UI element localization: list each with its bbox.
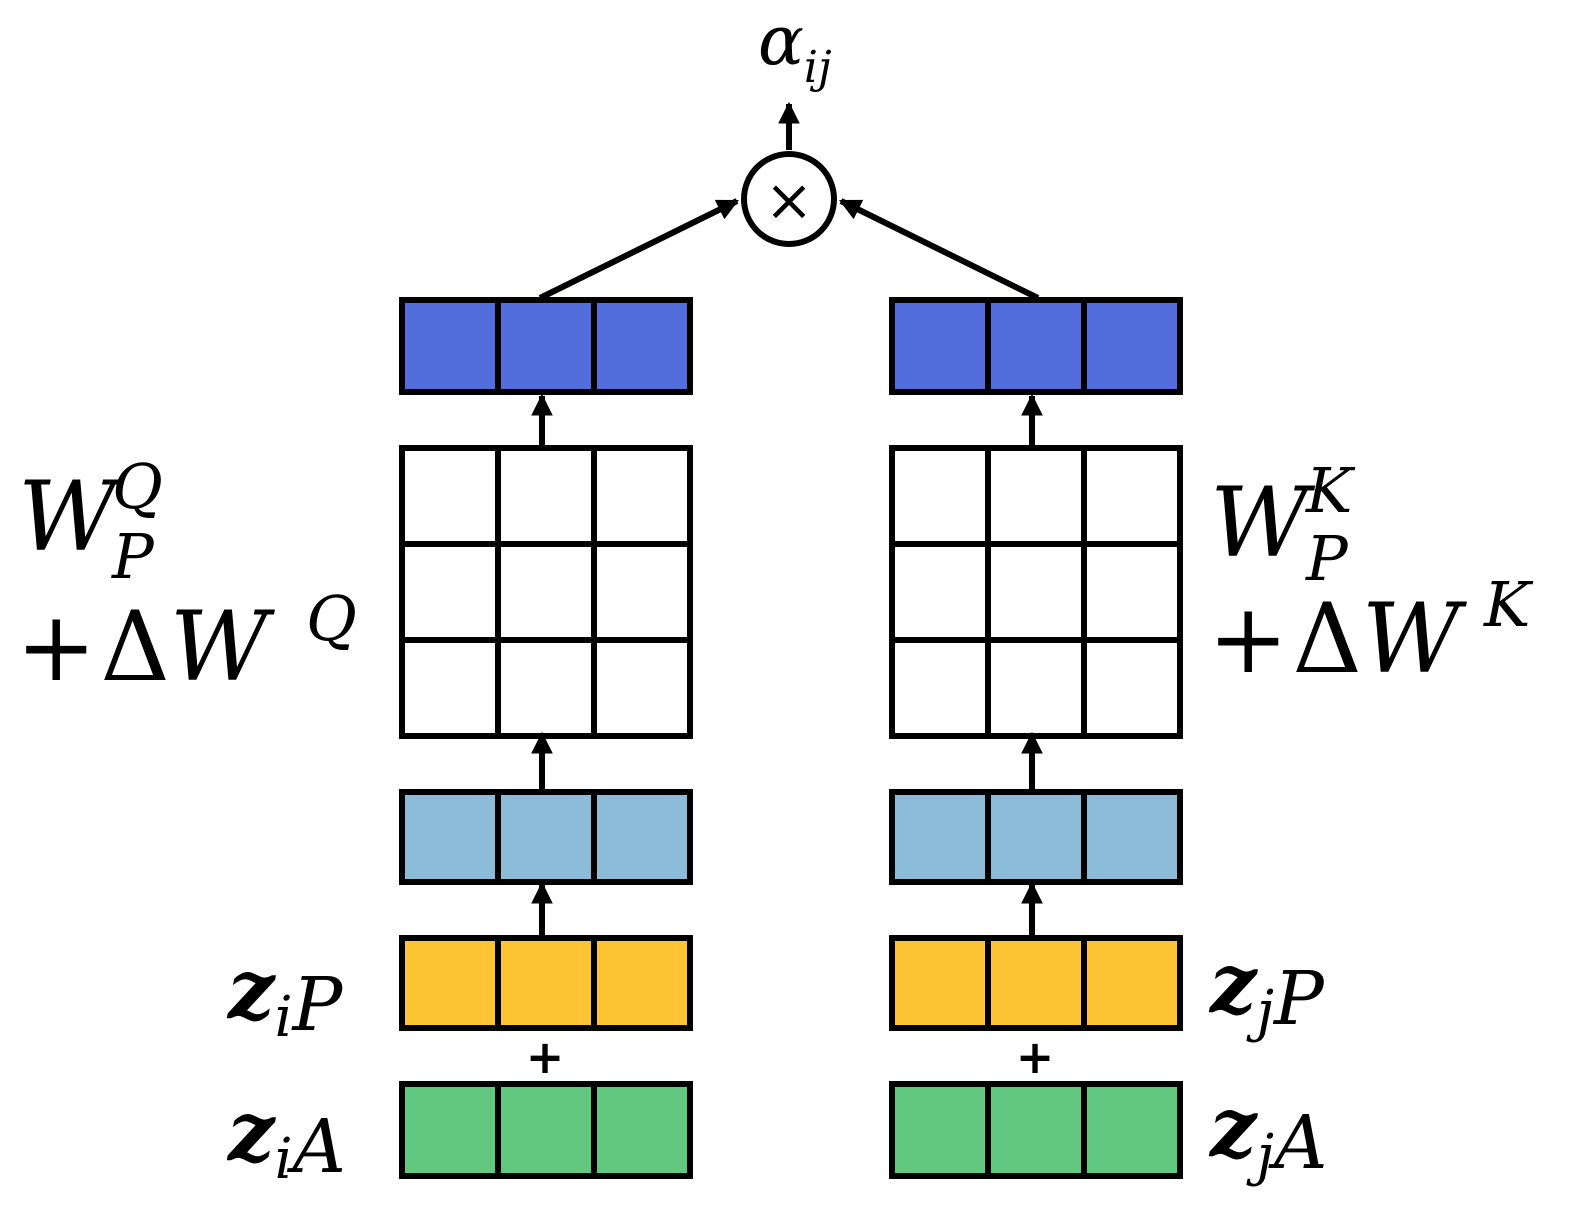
z-jA-label: zjA (1208, 1080, 1327, 1188)
svg-text:+ΔW: +ΔW (16, 591, 276, 703)
z-jP-label: zjP (1208, 936, 1325, 1044)
svg-text:Q: Q (306, 582, 357, 655)
query-projected-vector (399, 789, 693, 885)
plus-sign-right: + (1016, 1030, 1055, 1084)
z-iP-vector (399, 935, 693, 1031)
z-jP-vector (889, 935, 1183, 1031)
key-weight-label: W K P +ΔW K (1208, 454, 1534, 695)
svg-text:Q: Q (112, 450, 163, 523)
z-jA-vector (889, 1081, 1183, 1179)
query-weight-matrix (399, 445, 693, 739)
z-iP-label: ziP (226, 942, 344, 1050)
key-to-multiply-arrow (839, 198, 1040, 301)
svg-text:W: W (18, 461, 124, 573)
svg-text:K: K (1305, 454, 1356, 527)
multiply-icon: × (765, 166, 814, 234)
svg-text:P: P (1305, 522, 1349, 595)
key-vector (889, 297, 1183, 395)
svg-text:+ΔW: +ΔW (1208, 583, 1468, 695)
svg-text:K: K (1483, 568, 1534, 641)
query-to-multiply-arrow (538, 198, 739, 301)
svg-text:P: P (111, 520, 155, 593)
z-iA-vector (399, 1081, 693, 1179)
query-vector (399, 297, 693, 395)
z-iA-label: ziA (226, 1084, 346, 1192)
key-projected-vector (889, 789, 1183, 885)
query-branch: + W Q P +ΔW Q ziP ziA (16, 297, 693, 1192)
svg-text:W: W (1210, 467, 1316, 579)
key-weight-matrix (889, 445, 1183, 739)
multiply-node: × (741, 151, 837, 247)
key-branch: + W K P +ΔW K zjP zjA (889, 297, 1534, 1188)
plus-sign-left: + (526, 1030, 565, 1084)
alpha-ij-label: αij (758, 2, 832, 93)
query-weight-label: W Q P +ΔW Q (16, 450, 357, 703)
